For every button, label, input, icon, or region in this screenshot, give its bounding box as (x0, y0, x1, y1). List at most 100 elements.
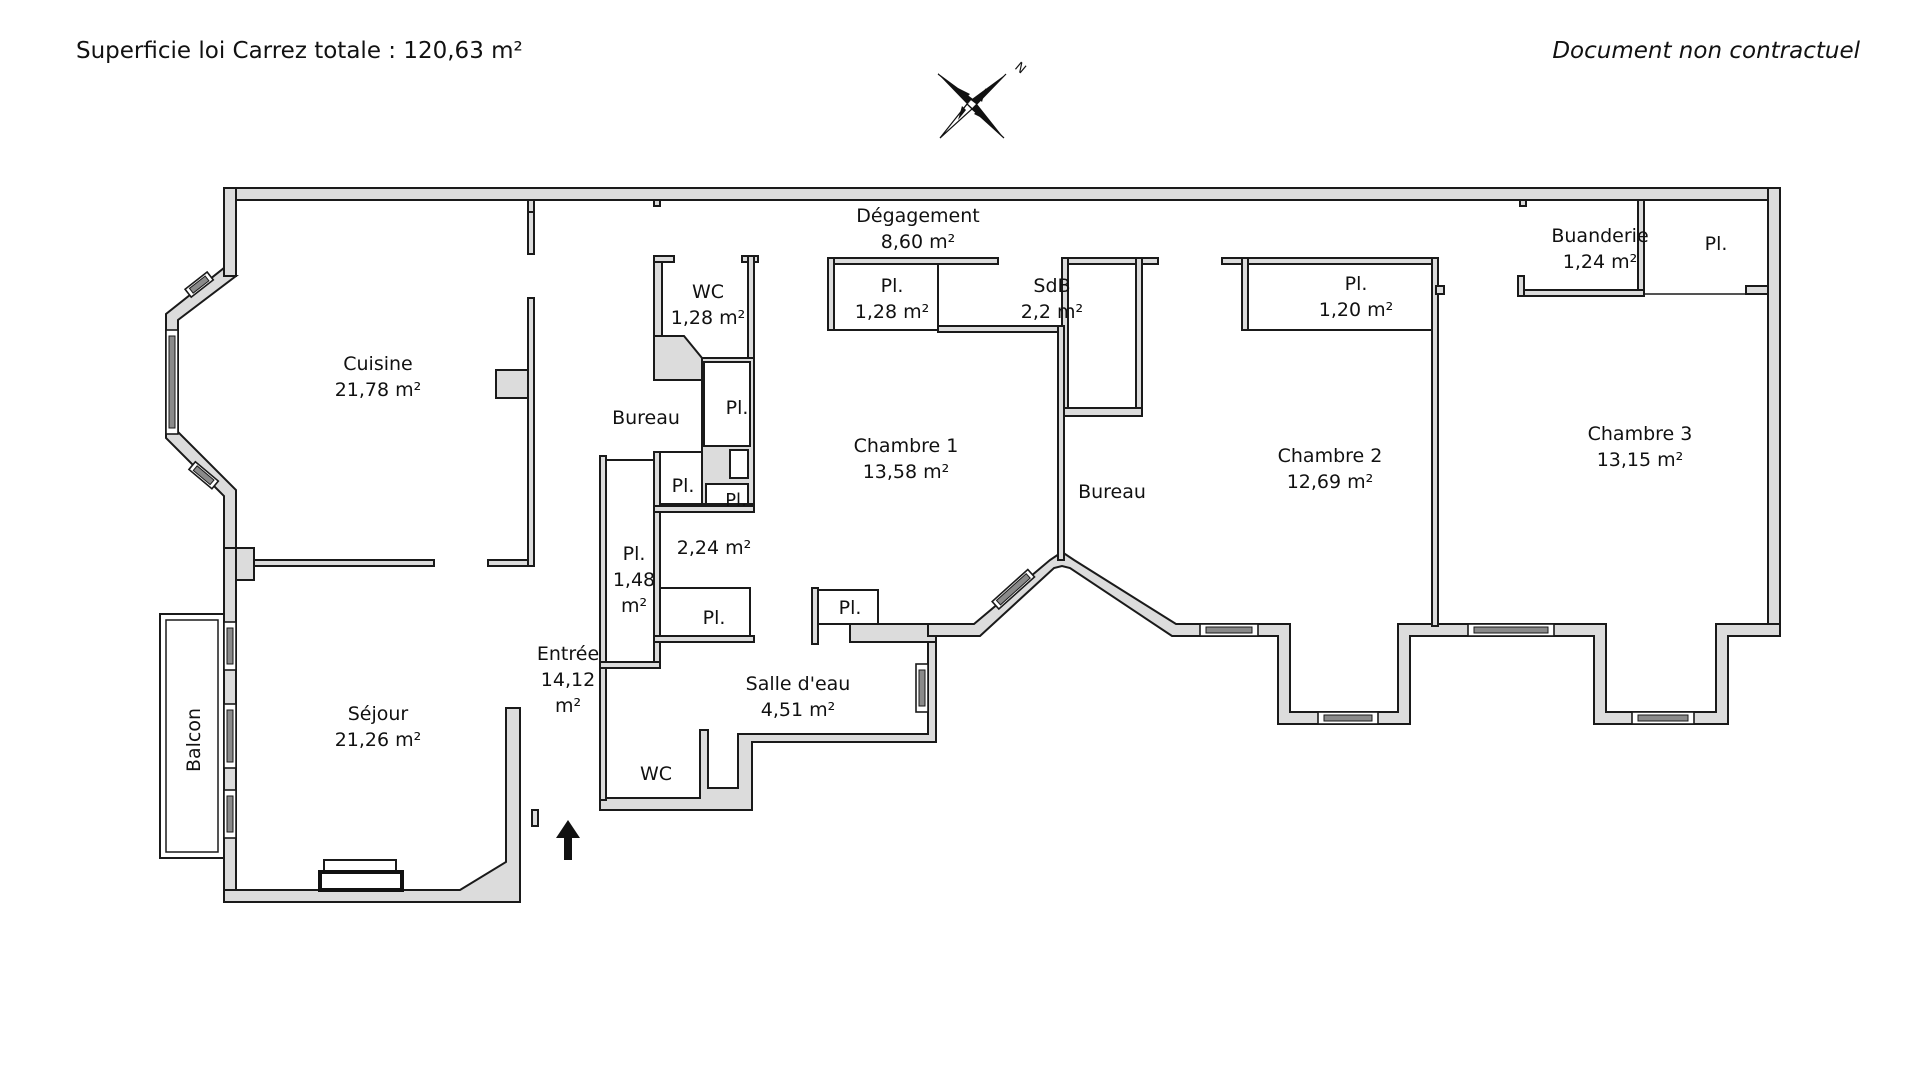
door-stub-2 (653, 199, 661, 207)
wall-chambre2-stub (1435, 285, 1445, 295)
closet-120-name: Pl. (1345, 273, 1368, 295)
room-buanderie-area: 1,24 m² (1563, 251, 1637, 273)
room-entree-area-2: m² (555, 695, 581, 717)
room-degagement: Dégagement 8,60 m² (856, 205, 979, 253)
room-chambre3: Chambre 3 13,15 m² (1588, 423, 1693, 471)
room-chambre1: Chambre 1 13,58 m² (854, 435, 959, 483)
room-buanderie-name: Buanderie (1551, 225, 1648, 247)
wall-wc-top-left (653, 255, 675, 263)
wall-bottom-sejour (223, 707, 521, 903)
area-224: 2,24 m² (677, 537, 751, 559)
room-cuisine-name: Cuisine (343, 353, 413, 375)
closet-small-b-name: Pl. (725, 490, 747, 511)
room-chambre3-name: Chambre 3 (1588, 423, 1693, 445)
disclaimer: Document non contractuel (1552, 38, 1860, 64)
wall-224-bottom (653, 635, 755, 643)
wall-chambre2-right (1431, 257, 1439, 627)
wall-entree-right (599, 455, 607, 807)
door-stub-3 (1519, 199, 1527, 207)
closet-small-b (705, 483, 749, 505)
room-buanderie: Buanderie 1,24 m² (1551, 225, 1648, 273)
room-cuisine-area: 21,78 m² (335, 379, 422, 401)
room-wc-bottom-name: WC (640, 763, 672, 785)
room-degagement-name: Dégagement (856, 205, 979, 227)
total-area-label: Superficie loi Carrez totale : 120,63 m² (76, 38, 523, 64)
wall-salle-eau-top (849, 623, 937, 643)
wall-bedroom-bays (927, 550, 1781, 725)
room-cuisine: Cuisine 21,78 m² (335, 353, 422, 401)
total-area-caption: Superficie loi Carrez totale : (76, 38, 397, 64)
room-sdb: SdB 2,2 m² (1021, 275, 1083, 323)
closet-148-label: Pl. 1,48 m² (613, 543, 655, 617)
room-salle-eau-name: Salle d'eau (746, 673, 851, 695)
wall-wc-bottom (653, 335, 703, 381)
room-degagement-area: 8,60 m² (881, 231, 955, 253)
wall-right (1767, 187, 1781, 637)
window-chambre3-bottom (1631, 711, 1695, 725)
room-chambre2: Chambre 2 12,69 m² (1278, 445, 1383, 493)
closet-small-a-name: Pl. (672, 475, 695, 497)
room-wc-top-area: 1,28 m² (671, 307, 745, 329)
wall-top (223, 187, 1781, 201)
wall-cuisine-sejour-left (253, 559, 435, 567)
window-chambre2-left (1199, 623, 1259, 637)
wall-stub-sejour (531, 809, 539, 827)
door-stub-1 (527, 199, 535, 213)
room-chambre2-name: Chambre 2 (1278, 445, 1383, 467)
room-chambre3-area: 13,15 m² (1597, 449, 1684, 471)
room-entree-area-1: 14,12 (541, 669, 595, 691)
wall-pl-buanderie-stub (1745, 285, 1769, 295)
room-salle-eau: Salle d'eau 4,51 m² (746, 673, 851, 721)
room-sejour-name: Séjour (348, 703, 409, 725)
closet-bureau (703, 361, 751, 447)
closet-128 (833, 263, 939, 331)
wall-pl120-left (1241, 257, 1249, 331)
wall-buanderie-right (1637, 199, 1645, 297)
window-sejour-3 (223, 789, 237, 839)
closet-120 (1247, 263, 1433, 331)
compass-north-letter: N (1011, 60, 1028, 78)
room-chambre1-area: 13,58 m² (863, 461, 950, 483)
closet-chambre1-bottom-name: Pl. (839, 597, 862, 619)
window-salle-eau (915, 663, 929, 713)
room-sejour-area: 21,26 m² (335, 729, 422, 751)
window-bureau-diag (991, 568, 1036, 611)
window-cuisine-2 (165, 329, 179, 435)
wall-buanderie-bottom (1517, 289, 1645, 297)
balcony-outer (159, 613, 225, 859)
room-sejour: Séjour 21,26 m² (335, 703, 422, 751)
room-entree-name: Entrée (537, 643, 599, 665)
closet-128-area: 1,28 m² (855, 301, 929, 323)
closet-148-area-1: 1,48 (613, 569, 655, 591)
wall-wc-right (747, 255, 755, 361)
closet-bureau-name: Pl. (726, 397, 749, 419)
wall-left-top (223, 187, 237, 277)
closet-148-area-2: m² (621, 595, 647, 617)
window-sejour-2 (223, 703, 237, 769)
wall-chambre1-top (937, 325, 1063, 333)
wall-pl-c1 (811, 587, 819, 645)
wall-chambre1-right (1057, 325, 1065, 561)
window-chambre3-left (1467, 623, 1555, 637)
window-chambre2-bottom (1317, 711, 1379, 725)
entrance-arrow-icon (556, 820, 580, 860)
wall-buanderie-stub (1517, 275, 1525, 297)
room-sdb-name: SdB (1033, 275, 1070, 297)
room-bureau-right-name: Bureau (1078, 481, 1146, 503)
closet-lower (659, 587, 751, 639)
wall-pl128-left (827, 257, 835, 331)
room-chambre2-area: 12,69 m² (1287, 471, 1374, 493)
closet-148-name: Pl. (623, 543, 646, 565)
wall-salle-eau (599, 631, 937, 811)
wall-degagement-mid (1061, 257, 1159, 265)
room-balcon-name: Balcon (183, 708, 205, 772)
closet-tiny (729, 449, 749, 479)
window-cuisine-3 (187, 460, 220, 490)
closet-buanderie (1643, 199, 1769, 295)
total-area-value: 120,63 m² (403, 38, 523, 64)
balcony-inner (165, 619, 219, 853)
fireplace (318, 870, 404, 892)
window-sejour-1 (223, 621, 237, 671)
room-sdb-area: 2,2 m² (1021, 301, 1083, 323)
closet-148 (603, 459, 655, 665)
